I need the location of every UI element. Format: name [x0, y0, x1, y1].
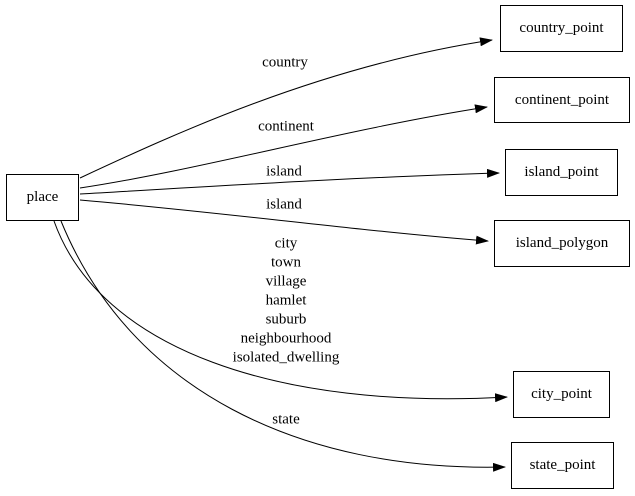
edge-label-continent: continent: [258, 118, 314, 135]
edge-place-country-point: [79, 37, 493, 179]
edge-place-island-point: [79, 168, 500, 195]
edge-label-town: town: [271, 254, 301, 271]
edge-label-island-point: island: [266, 163, 302, 180]
edge-place-island-polygon: [79, 199, 489, 245]
node-state-point: state_point: [511, 442, 614, 489]
node-place: place: [6, 174, 79, 221]
edge-label-village: village: [265, 273, 307, 290]
edge-label-city: city: [274, 235, 298, 252]
node-island-polygon: island_polygon: [494, 220, 630, 267]
edge-label-isolated-dwelling: isolated_dwelling: [232, 349, 340, 366]
edge-label-state: state: [272, 411, 300, 428]
edge-label-hamlet: hamlet: [265, 292, 307, 309]
edge-label-city-types: city town village hamlet suburb neighbou…: [233, 235, 340, 368]
edge-label-suburb: suburb: [265, 311, 307, 328]
node-city-point: city_point: [513, 371, 610, 418]
node-continent-point: continent_point: [494, 77, 630, 123]
edge-place-city-point: [53, 220, 508, 403]
edge-label-island-polygon: island: [266, 196, 302, 213]
node-island-point: island_point: [505, 149, 618, 196]
edge-place-continent-point: [79, 104, 488, 189]
edge-label-country: country: [262, 54, 308, 71]
node-country-point: country_point: [500, 5, 623, 52]
edge-label-neighbourhood: neighbourhood: [240, 330, 332, 347]
edge-place-state-point: [60, 220, 506, 472]
